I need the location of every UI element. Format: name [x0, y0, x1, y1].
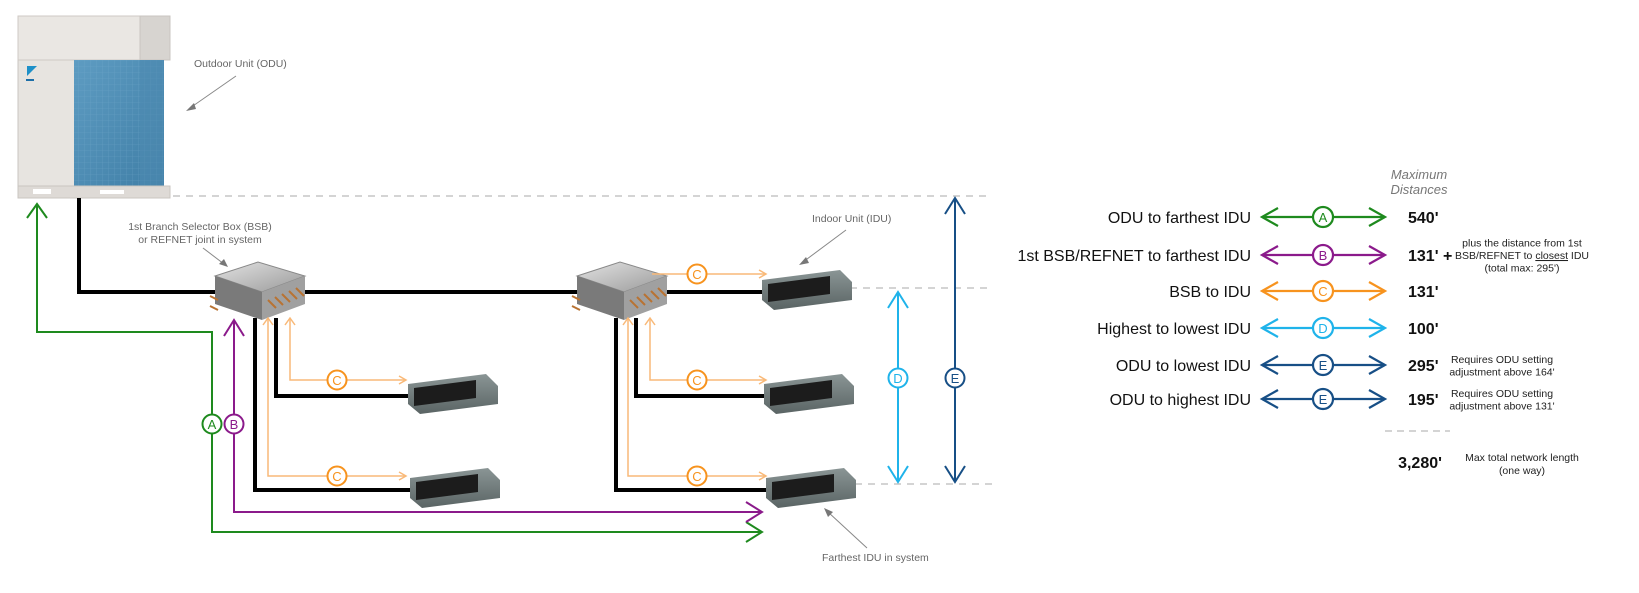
svg-text:C: C [332, 373, 341, 388]
legend-row-label: BSB to IDU [1169, 284, 1251, 301]
legend-badge [1311, 205, 1335, 229]
legend-row-label: ODU to lowest IDU [1116, 358, 1251, 375]
distance-path-a [26, 202, 764, 543]
bsb-annotation-line1: 1st Branch Selector Box (BSB) [128, 221, 272, 233]
svg-text:A: A [208, 417, 217, 432]
svg-text:D: D [893, 371, 902, 386]
legend-badge-letter: E [1319, 392, 1328, 407]
legend-row-note: plus the distance from 1st [1462, 238, 1582, 250]
legend-header-line1: Maximum [1391, 167, 1448, 182]
legend-badge [1311, 243, 1335, 267]
legend-row-label: 1st BSB/REFNET to farthest IDU [1017, 248, 1251, 265]
reference-lines [160, 195, 995, 485]
bsb-pointer-arrow-icon [219, 259, 228, 267]
badge-b: B [223, 413, 245, 435]
legend-row-label: ODU to highest IDU [1110, 392, 1251, 409]
annotations: Outdoor Unit (ODU) 1st Branch Selector B… [128, 58, 929, 564]
total-length-note-line2: (one way) [1499, 465, 1545, 477]
branch-selector-box-1 [209, 261, 307, 320]
distance-paths-c [262, 269, 768, 481]
legend-row-value: 131' [1408, 284, 1439, 301]
legend-badge-letter: B [1319, 248, 1328, 263]
legend-badge-letter: C [1318, 284, 1327, 299]
legend-badge [1311, 353, 1335, 377]
distance-path-b [223, 318, 764, 523]
legend-badge-letter: D [1318, 321, 1327, 336]
svg-text:C: C [332, 469, 341, 484]
total-length-value: 3,280' [1398, 455, 1442, 472]
legend-badge [1311, 387, 1335, 411]
legend-badge [1311, 316, 1335, 340]
indoor-unit-mid-right [764, 374, 854, 414]
indoor-unit-top-right [762, 270, 852, 310]
legend-row-note: (total max: 295') [1485, 263, 1560, 275]
odu-pointer-arrow-icon [186, 103, 196, 111]
svg-text:B: B [230, 417, 239, 432]
badge-e: E [944, 367, 966, 389]
outdoor-unit [17, 15, 171, 199]
legend-row-value: 295' [1408, 358, 1439, 375]
legend-row-note: adjustment above 131' [1449, 400, 1554, 412]
odu-annotation: Outdoor Unit (ODU) [194, 58, 287, 70]
legend-row-note: adjustment above 164' [1449, 366, 1554, 378]
distance-path-e [944, 196, 966, 484]
legend-row-note: Requires ODU setting [1451, 354, 1553, 366]
legend-row: Highest to lowest IDU D 100' [1097, 316, 1439, 340]
legend-row: ODU to highest IDU E 195' Requires ODU sett… [1110, 388, 1555, 413]
legend: Maximum Distances ODU to farthest IDU A 54… [1017, 167, 1589, 477]
legend-row: BSB to IDU C 131' [1169, 279, 1439, 303]
svg-text:C: C [692, 469, 701, 484]
legend-row-note: Requires ODU setting [1451, 388, 1553, 400]
legend-row-label: Highest to lowest IDU [1097, 321, 1251, 338]
legend-header-line2: Distances [1390, 182, 1448, 197]
legend-row: ODU to farthest IDU A 540' [1108, 205, 1439, 229]
badge-a: A [201, 413, 223, 435]
badge-c-2: C [326, 465, 348, 487]
brand-logo-icon [27, 66, 37, 76]
legend-badge-letter: A [1319, 210, 1328, 225]
idu-pointer-arrow-icon [799, 257, 809, 265]
legend-row: ODU to lowest IDU E 295' Requires ODU setti… [1116, 354, 1555, 379]
legend-row-label: ODU to farthest IDU [1108, 210, 1251, 227]
indoor-unit-farthest [766, 468, 856, 508]
legend-row-note: BSB/REFNET to closest IDU [1455, 250, 1589, 262]
idu-annotation: Indoor Unit (IDU) [812, 213, 891, 225]
branch-selector-box-2 [571, 261, 669, 320]
farthest-idu-annotation: Farthest IDU in system [822, 552, 929, 564]
svg-text:C: C [692, 267, 701, 282]
legend-row-value: 195' [1408, 392, 1439, 409]
badge-c-3: C [686, 263, 708, 285]
badge-c-1: C [326, 369, 348, 391]
farthest-pointer-arrow-icon [824, 508, 833, 517]
legend-badge [1311, 279, 1335, 303]
total-length-note-line1: Max total network length [1465, 452, 1579, 464]
indoor-unit-bottom-left [410, 468, 500, 508]
badge-c-5: C [686, 465, 708, 487]
badge-d: D [887, 367, 909, 389]
indoor-unit-mid-left [408, 374, 498, 414]
legend-row: 1st BSB/REFNET to farthest IDU B 131' + plu… [1017, 238, 1589, 275]
legend-row-value: 131' + [1408, 248, 1452, 265]
diagram-badges: A B C C C C C D [201, 263, 966, 487]
legend-row-value: 100' [1408, 321, 1439, 338]
svg-text:C: C [692, 373, 701, 388]
legend-badge-letter: E [1319, 358, 1328, 373]
bsb-annotation-line2: or REFNET joint in system [138, 234, 262, 246]
svg-text:E: E [951, 371, 960, 386]
legend-row-value: 540' [1408, 210, 1439, 227]
refrigerant-pipes [77, 198, 768, 492]
badge-c-4: C [686, 369, 708, 391]
